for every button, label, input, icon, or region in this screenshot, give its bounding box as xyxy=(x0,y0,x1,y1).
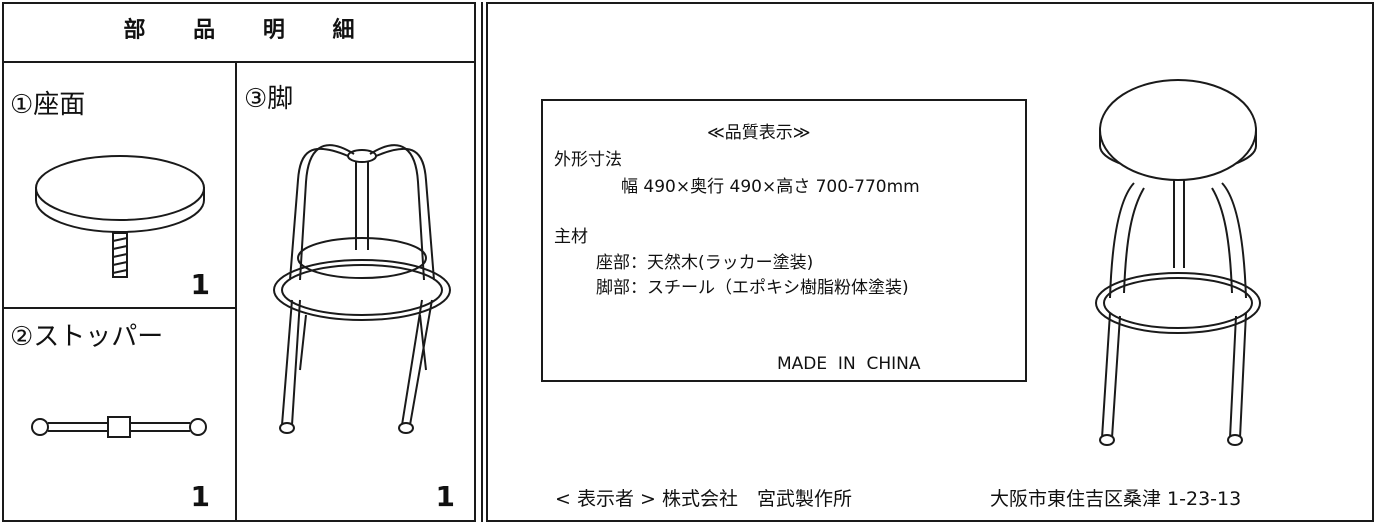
stopper-icon xyxy=(31,416,207,438)
quality-label-box xyxy=(541,99,1027,382)
labeler-text: < 表示者 > 株式会社 宮武製作所 xyxy=(555,488,852,510)
address-text: 大阪市東住吉区桑津 1-23-13 xyxy=(990,488,1242,510)
parts-vertical-divider xyxy=(235,62,237,522)
stopper-label: ②ストッパー xyxy=(10,322,164,352)
origin-text: MADE IN CHINA xyxy=(777,354,921,374)
seat-material: 座部：天然木(ラッカー塗装) xyxy=(596,253,814,273)
material-label: 主材 xyxy=(554,227,588,247)
size-value: 幅 490×奥行 490×高さ 700-770mm xyxy=(621,177,920,197)
seat-icon xyxy=(35,155,205,278)
legs-icon xyxy=(273,144,451,434)
panel-edge-line xyxy=(481,2,483,522)
seat-quantity: 1 xyxy=(190,268,210,301)
legs-quantity: 1 xyxy=(435,480,455,513)
legs-label: ③脚 xyxy=(244,84,294,114)
size-label: 外形寸法 xyxy=(554,150,622,170)
seat-label: ①座面 xyxy=(10,90,86,120)
leg-material: 脚部：スチール（エポキシ樹脂粉体塗装) xyxy=(596,278,909,298)
parts-title-divider xyxy=(2,61,476,63)
parts-title: 部 品 明 細 xyxy=(123,18,375,43)
quality-heading: ≪品質表示≫ xyxy=(707,123,811,143)
parts-horizontal-divider xyxy=(2,307,236,309)
stool-illustration xyxy=(1095,79,1261,446)
stopper-quantity: 1 xyxy=(190,480,210,513)
